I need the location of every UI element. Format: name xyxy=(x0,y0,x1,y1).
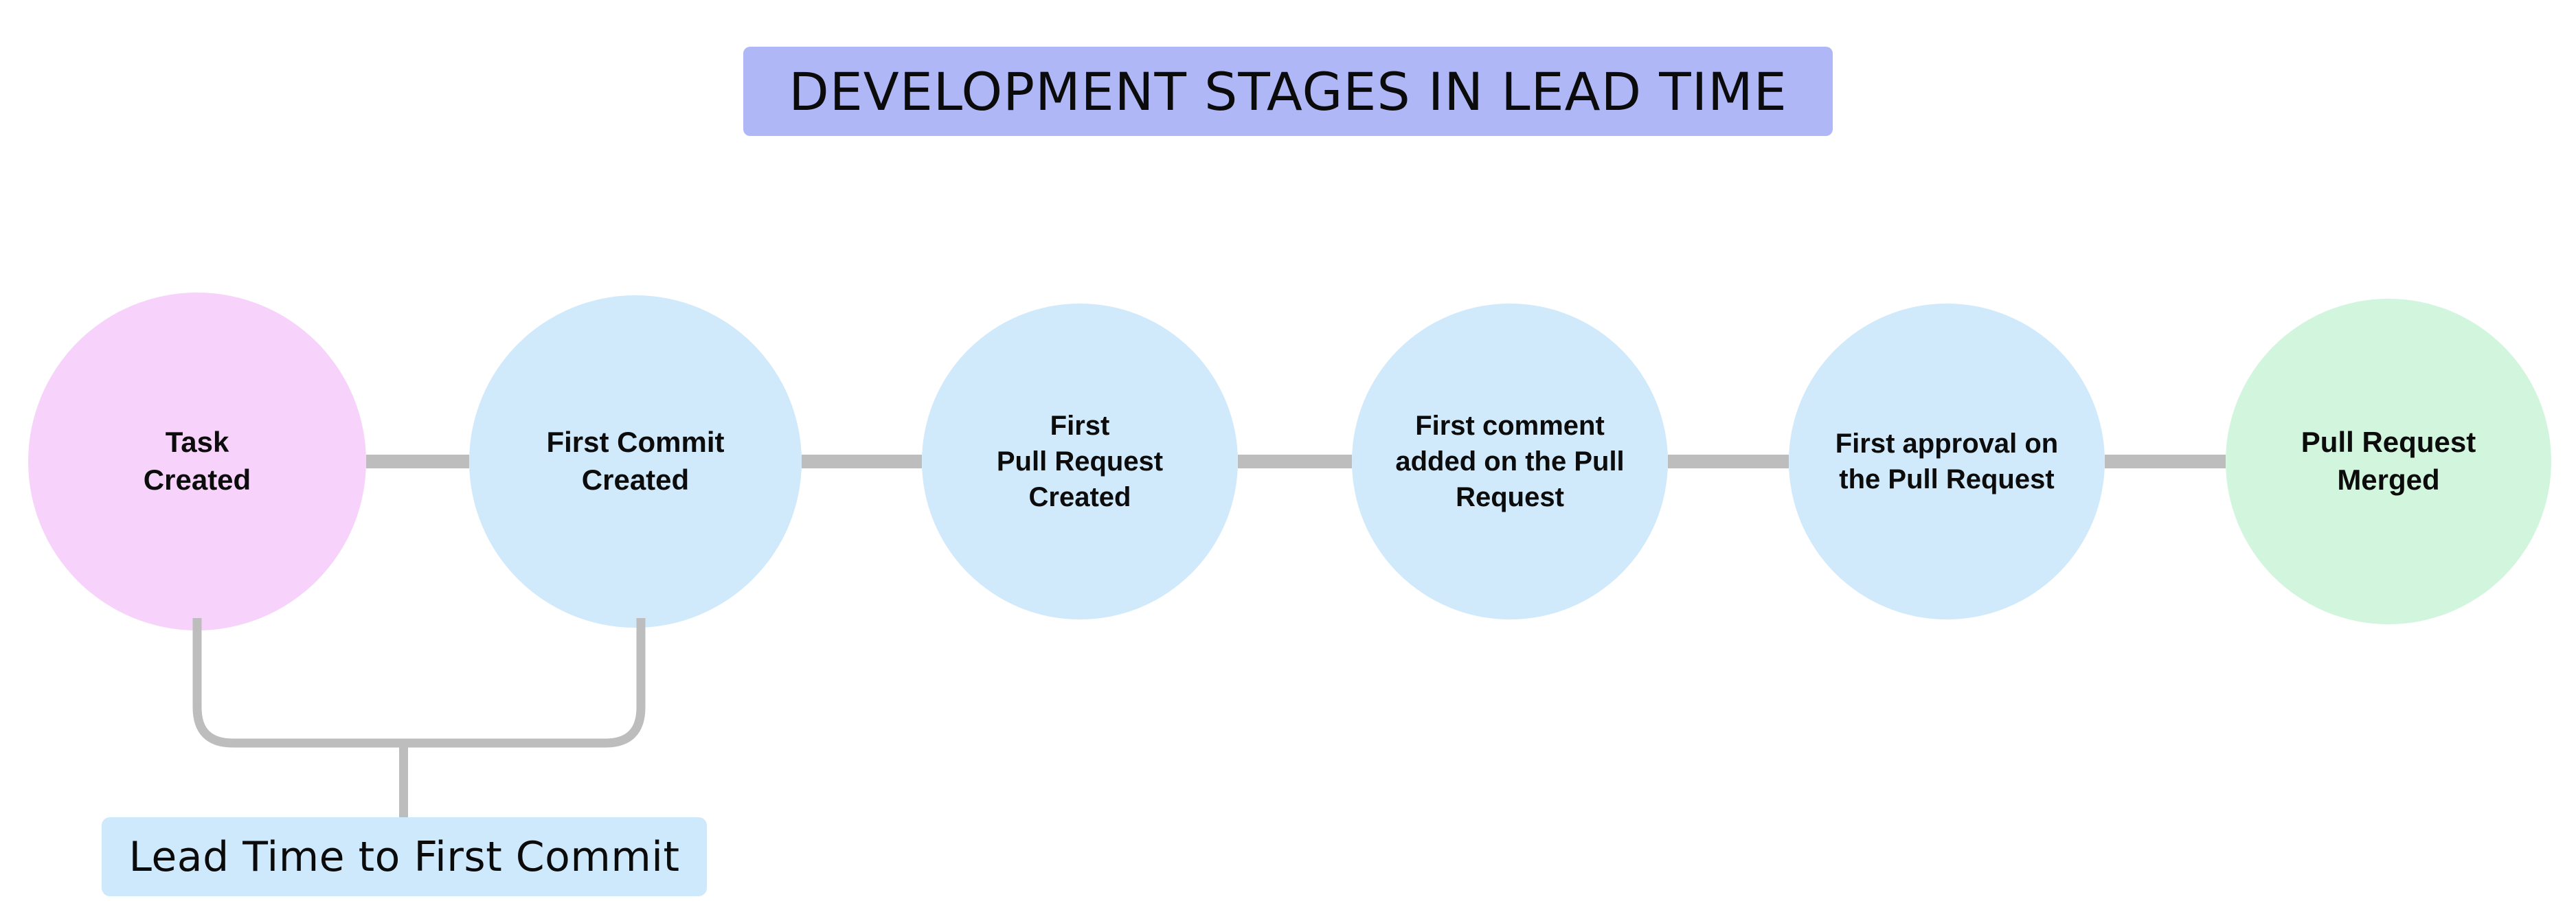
edge-task-created-to-first-commit xyxy=(366,455,469,468)
node-first-pull-request-created-label: First Pull Request Created xyxy=(996,411,1164,512)
node-first-pull-request-created[interactable]: First Pull Request Created xyxy=(922,304,1238,619)
node-first-approval-label: First approval on the Pull Request xyxy=(1835,429,2059,494)
edge-first-pr-created-to-first-comment xyxy=(1238,455,1352,468)
diagram-title-banner: DEVELOPMENT STAGES IN LEAD TIME xyxy=(743,47,1833,136)
node-first-commit-created[interactable]: First Commit Created xyxy=(469,295,802,628)
lead-time-bracket xyxy=(192,618,646,748)
lead-time-label-text: Lead Time to First Commit xyxy=(128,832,680,881)
node-first-comment-added-label: First comment added on the Pull Request xyxy=(1395,411,1625,512)
edge-first-commit-to-first-pr-created xyxy=(802,455,922,468)
node-first-comment-added[interactable]: First comment added on the Pull Request xyxy=(1352,304,1668,619)
page-title: DEVELOPMENT STAGES IN LEAD TIME xyxy=(789,60,1787,122)
node-first-commit-created-label: First Commit Created xyxy=(546,426,725,496)
edge-first-approval-to-pr-merged xyxy=(2105,455,2226,468)
node-task-created-label: Task Created xyxy=(143,426,251,496)
lead-time-bracket-stem xyxy=(399,740,408,821)
node-task-created[interactable]: Task Created xyxy=(28,293,366,630)
node-first-approval[interactable]: First approval on the Pull Request xyxy=(1789,304,2105,619)
lead-time-label-box: Lead Time to First Commit xyxy=(102,817,707,896)
node-pull-request-merged-label: Pull Request Merged xyxy=(2301,426,2476,496)
node-pull-request-merged[interactable]: Pull Request Merged xyxy=(2226,299,2551,624)
edge-first-comment-to-first-approval xyxy=(1668,455,1789,468)
